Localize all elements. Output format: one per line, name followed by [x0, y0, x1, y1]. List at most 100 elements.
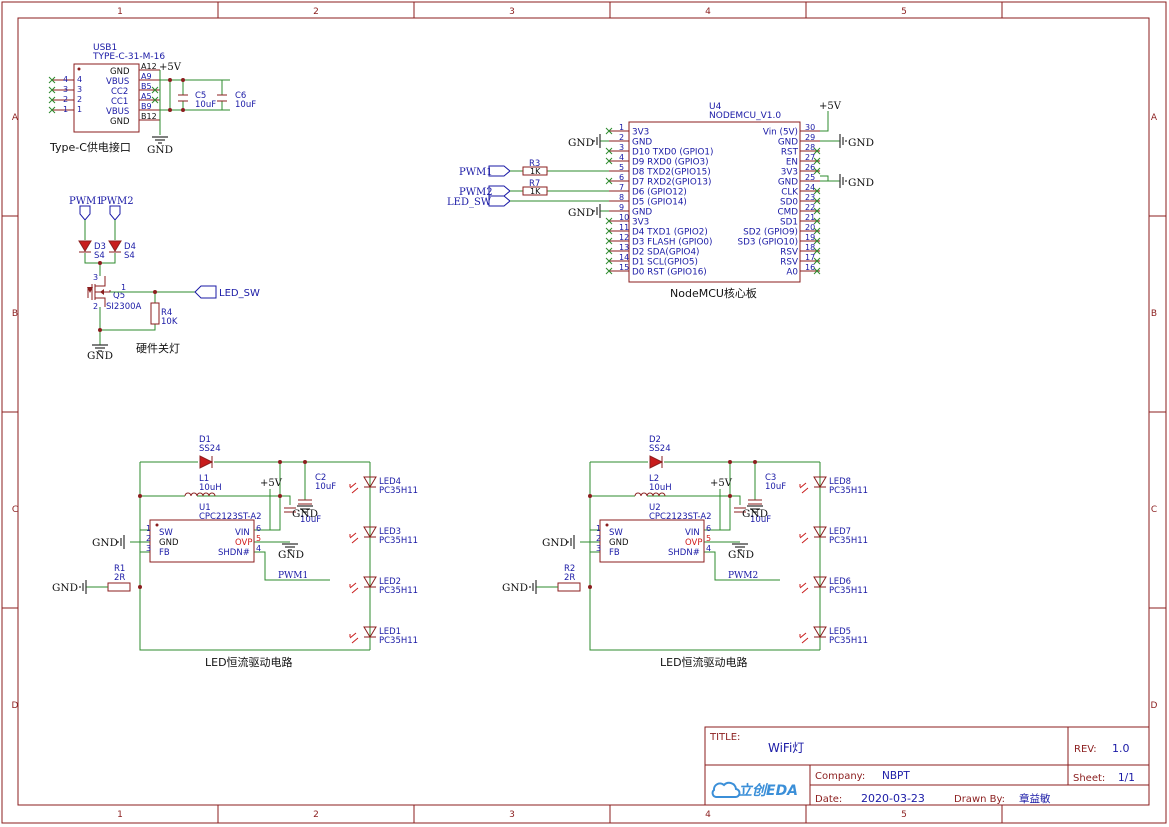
mcu-left-pin-number: 2 [619, 133, 624, 142]
driver2-ground-icon-r2 [529, 580, 537, 594]
driver2-pwm-label: PWM2 [728, 571, 758, 581]
c2-ref: C2 [315, 473, 326, 483]
mcu-ground-icon-left-top [593, 134, 601, 148]
c2-value: 10uF [315, 482, 336, 492]
ic-u2-body[interactable] [599, 519, 705, 563]
noconnect-mark [605, 247, 613, 255]
mcu-right-pin-number: 17 [805, 253, 815, 262]
u1-pin3-num: 3 [146, 544, 151, 553]
led-driver-2-block[interactable]: D2 SS24 L2 10uH U2 CPC2123ST-A2 1 2 3 SW… [502, 435, 868, 669]
mcu-pwm2-label: PWM2 [459, 187, 493, 198]
c6-value: 10uF [235, 100, 256, 110]
usb-pin-name-cc1: CC1 [111, 97, 128, 107]
u1-pin5-num: 5 [256, 534, 261, 543]
l2-ref: L2 [649, 474, 659, 484]
usb-typec-block[interactable]: USB1 TYPE-C-31-M-16 4 3 2 1 4 3 2 1 [48, 43, 256, 156]
usb-pin-num-a9: A9 [141, 72, 152, 81]
led-emission-icon [799, 582, 809, 594]
mcu-right-pin-number: 26 [805, 163, 815, 172]
mcu-right-pin-name: A0 [786, 268, 798, 278]
mcu-left-pin-number: 12 [619, 233, 629, 242]
c5-ref: C5 [195, 91, 206, 101]
mcu-left-pin-name: D5 (GPIO14) [632, 198, 687, 208]
resistor-r4-icon [150, 302, 160, 325]
rev-value: 1.0 [1112, 742, 1130, 755]
mcu-left-pin-number: 4 [619, 153, 624, 162]
usb-left-pin-label-3: 2 [63, 95, 68, 104]
driver1-caption: LED恒流驱动电路 [205, 655, 293, 669]
net-port-mcu-pwm2-icon [488, 185, 511, 197]
mcu-left-pin-number: 1 [619, 123, 624, 132]
mcu-right-pin-name: RSV [780, 248, 798, 258]
driver2-gnd-cap: GND [742, 508, 768, 520]
d4-value: S4 [124, 251, 135, 261]
title-label: TITLE: [709, 732, 740, 743]
usb-pin-num-b12: B12 [141, 112, 157, 121]
driver1-ground-icon-ic [282, 543, 298, 551]
r4-value: 10K [161, 317, 178, 327]
resistor-r1-icon [107, 582, 131, 592]
led-ref: LED8 [829, 477, 851, 487]
led-value: PC35H11 [379, 536, 418, 546]
led-driver-1-block[interactable]: D1 SS24 L1 10uH U1 CPC2123ST-A2 1 2 3 SW… [52, 435, 418, 669]
hardware-off-switch-block[interactable]: PWM1 PWM2 D3 S4 D4 S4 3 1 2 Q5 SI2300A R… [69, 196, 260, 362]
usb-pin-name-cc2: CC2 [111, 87, 128, 97]
usb-connector-body[interactable] [73, 63, 140, 133]
noconnect-mark [605, 127, 613, 135]
u2-pin1-name: SW [609, 528, 623, 538]
mcu-left-pin-name: D0 RST (GPIO16) [632, 268, 707, 278]
driver2-gnd-r2: GND [502, 582, 528, 594]
diode-d4-icon [108, 240, 122, 252]
mcu-right-pin-number: 25 [805, 173, 815, 182]
mcu-right-pin-name: SD2 (GPIO9) [743, 228, 798, 238]
led-icon [363, 626, 377, 638]
mcu-right-pin-number: 30 [805, 123, 815, 132]
driver2-net-5v: +5V [710, 478, 733, 489]
r2-ref: R2 [564, 564, 575, 574]
led-icon [813, 476, 827, 488]
led-value: PC35H11 [829, 486, 868, 496]
driver2-caption: LED恒流驱动电路 [660, 655, 748, 669]
mcu-left-pin-name: D3 FLASH (GPIO0) [632, 238, 712, 248]
u1-ref: U1 [199, 503, 211, 513]
u1-pin3-name: FB [159, 548, 170, 558]
d2-value: SS24 [649, 444, 671, 454]
c3-ref: C3 [765, 473, 776, 483]
mcu-gnd-left-2: GND [568, 207, 594, 219]
diode-d2-icon [649, 455, 664, 469]
noconnect-mark [605, 157, 613, 165]
mcu-left-pin-number: 15 [619, 263, 629, 272]
col-label-2-bottom: 2 [313, 810, 319, 820]
noconnect-mark [605, 237, 613, 245]
mcu-right-pin-number: 28 [805, 143, 815, 152]
col-label-1-bottom: 1 [117, 810, 123, 820]
mcu-gnd-right-2: GND [848, 177, 874, 189]
mcu-right-pin-name: RSV [780, 258, 798, 268]
mcu-value: NODEMCU_V1.0 [709, 111, 781, 121]
mcu-right-pin-name: 3V3 [781, 168, 798, 178]
mcu-left-pin-name: GND [632, 208, 652, 218]
ic-u1-body[interactable] [149, 519, 255, 563]
usb-ground-icon [152, 136, 168, 144]
usb-pin-num-a12: A12 [141, 62, 157, 71]
usb-net-5v: +5V [159, 62, 182, 73]
usb-left-pin-num-1: 4 [77, 75, 82, 84]
mcu-left-pin-name: D1 SCL(GPIO5) [632, 258, 698, 268]
row-label-a-right: A [1151, 113, 1158, 123]
led-emission-icon [349, 582, 359, 594]
usb-pin-name-gnd-bottom: GND [110, 117, 130, 127]
mcu-right-pin-number: 19 [805, 233, 815, 242]
sheet-label: Sheet: [1073, 773, 1105, 784]
nodemcu-body[interactable] [628, 121, 801, 283]
mcu-right-pin-name: RST [781, 148, 799, 158]
mcu-right-pin-number: 21 [805, 213, 815, 222]
u1-pin6-name: VIN [235, 528, 250, 538]
usb-value: TYPE-C-31-M-16 [92, 52, 165, 62]
switch-gnd-label: GND [87, 350, 113, 362]
c6-ref: C6 [235, 91, 246, 101]
mcu-right-pin-number: 18 [805, 243, 815, 252]
mcu-pwm1-label: PWM1 [459, 167, 493, 178]
mcu-left-pin-name: D2 SDA(GPIO4) [632, 248, 700, 258]
